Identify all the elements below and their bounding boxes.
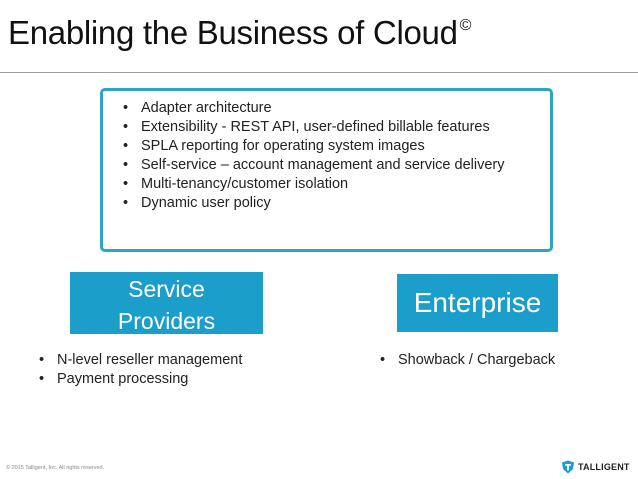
title-divider <box>0 72 638 73</box>
slide-title: Enabling the Business of Cloud© <box>8 14 471 52</box>
feature-item: Multi-tenancy/customer isolation <box>117 175 542 194</box>
enterprise-card: Enterprise <box>397 274 558 332</box>
talligent-shield-icon <box>562 460 574 474</box>
talligent-logo: TALLIGENT <box>561 459 630 475</box>
feature-item: Self-service – account management and se… <box>117 156 542 175</box>
service-providers-label-line2: Providers <box>117 308 216 334</box>
list-item: N-level reseller management <box>33 351 333 370</box>
feature-box: Adapter architecture Extensibility - RES… <box>100 88 553 252</box>
list-item: Payment processing <box>33 370 333 389</box>
slide-title-text: Enabling the Business of Cloud <box>8 14 458 51</box>
list-item: Showback / Chargeback <box>374 351 624 370</box>
enterprise-list: Showback / Chargeback <box>374 351 624 370</box>
feature-item: Extensibility - REST API, user-defined b… <box>117 118 542 137</box>
feature-item: Adapter architecture <box>117 99 542 118</box>
service-providers-label-line1: Service <box>128 276 205 302</box>
logo-wordmark: TALLIGENT <box>578 462 630 472</box>
feature-item: Dynamic user policy <box>117 194 542 213</box>
footer-copyright: © 2015 Talligent, Inc. All rights reserv… <box>6 465 105 471</box>
service-providers-card: Service Providers <box>70 272 263 334</box>
copyright-mark: © <box>459 17 472 34</box>
service-providers-list: N-level reseller management Payment proc… <box>33 351 333 389</box>
enterprise-label: Enterprise <box>413 287 542 318</box>
feature-item: SPLA reporting for operating system imag… <box>117 137 542 156</box>
feature-list: Adapter architecture Extensibility - RES… <box>117 99 542 213</box>
